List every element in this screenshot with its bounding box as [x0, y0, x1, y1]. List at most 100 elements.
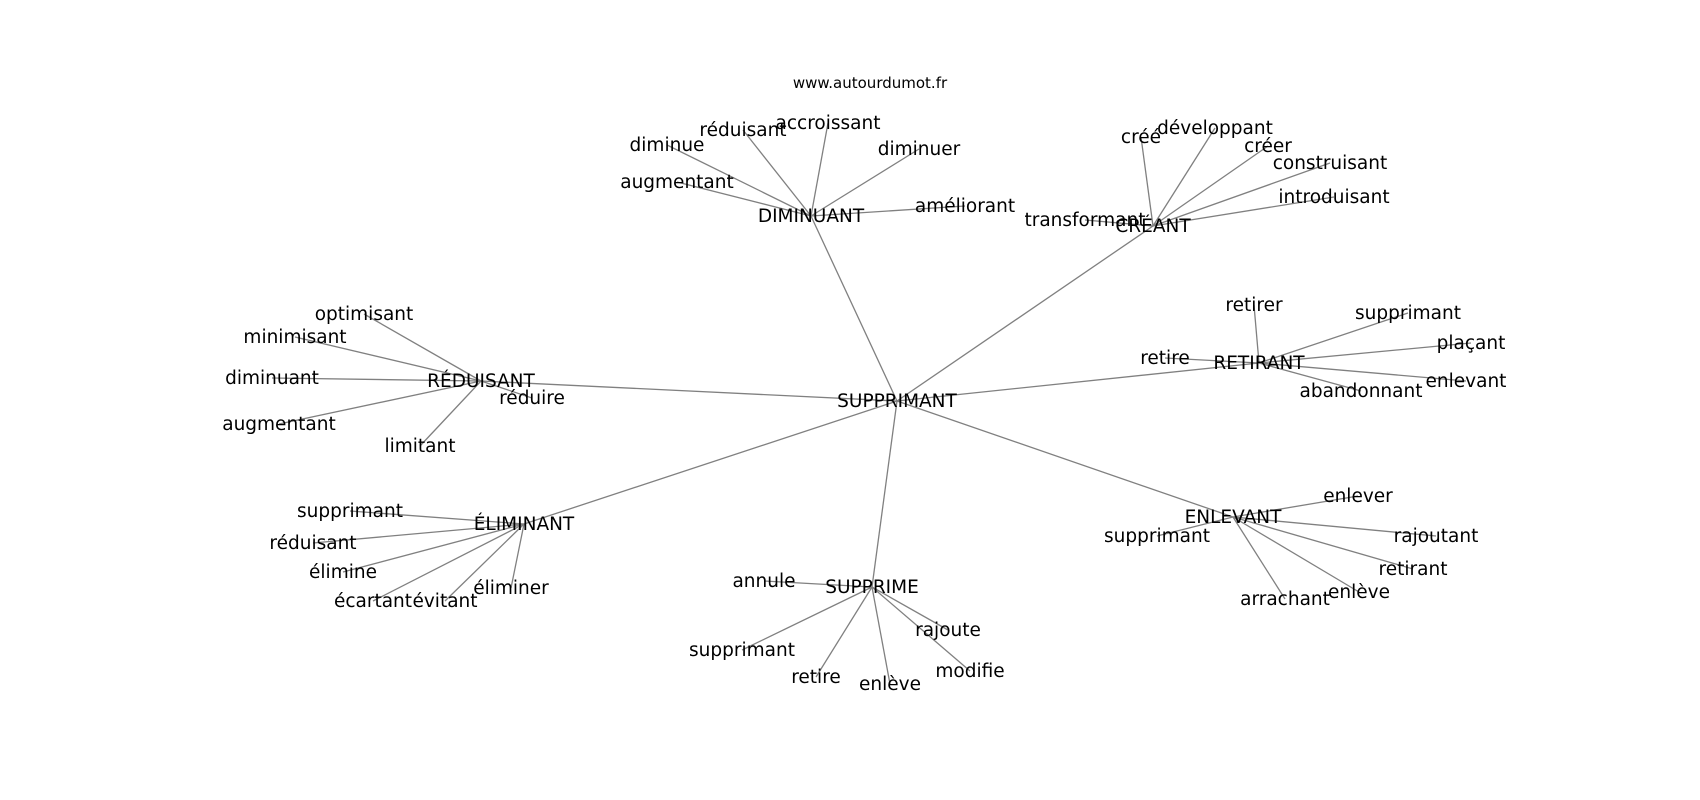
word-node-label[interactable]: créé: [1121, 127, 1161, 148]
edge-4-2: [342, 523, 525, 573]
edge-0-4: [810, 148, 920, 217]
edge-root-3: [896, 362, 1260, 402]
edge-2-3: [278, 380, 482, 425]
edge-5-1: [741, 586, 873, 651]
root-node-label[interactable]: SUPPRIMANT: [837, 391, 957, 412]
word-node-label[interactable]: élimine: [309, 562, 377, 583]
edge-6-1: [1232, 516, 1437, 537]
word-node-label[interactable]: optimisant: [315, 304, 414, 325]
edge-4-3: [372, 523, 525, 602]
word-node-label[interactable]: retire: [1140, 348, 1190, 369]
edge-4-0: [349, 510, 525, 525]
edge-6-5: [1156, 516, 1234, 537]
word-node-label[interactable]: arrachant: [1240, 589, 1330, 610]
word-node-label[interactable]: créer: [1244, 136, 1292, 157]
edge-3-3: [1258, 362, 1467, 382]
word-node-label[interactable]: retire: [791, 667, 841, 688]
word-node-label[interactable]: éliminer: [473, 578, 549, 599]
word-node-label[interactable]: diminuant: [225, 368, 319, 389]
edge-4-5: [510, 523, 525, 589]
word-node-label[interactable]: minimisant: [243, 327, 346, 348]
word-node-label[interactable]: rajoutant: [1394, 526, 1479, 547]
edge-3-5: [1164, 357, 1260, 364]
edge-6-2: [1232, 516, 1414, 570]
source-label[interactable]: www.autourdumot.fr: [793, 74, 948, 92]
hub-node-label[interactable]: RÉDUISANT: [427, 370, 535, 392]
word-node-label[interactable]: développant: [1157, 118, 1273, 139]
word-node-label[interactable]: transformant: [1024, 210, 1145, 231]
edge-5-3: [871, 586, 891, 685]
word-node-label[interactable]: évitant: [412, 591, 477, 612]
edge-root-5: [871, 400, 898, 588]
word-node-label[interactable]: supprimant: [689, 640, 795, 661]
hub-node-label[interactable]: ÉLIMINANT: [474, 513, 575, 535]
word-node-label[interactable]: augmentant: [222, 414, 336, 435]
word-node-label[interactable]: retirant: [1379, 559, 1448, 580]
edge-2-0: [363, 313, 482, 382]
edge-5-5: [871, 586, 949, 631]
edge-5-4: [871, 586, 971, 672]
hub-node-label[interactable]: RETIRANT: [1213, 353, 1305, 374]
word-node-label[interactable]: supprimant: [1355, 303, 1461, 324]
edge-6-3: [1232, 516, 1360, 593]
edge-2-1: [294, 336, 482, 382]
word-node-label[interactable]: modifie: [935, 661, 1004, 682]
hub-node-label[interactable]: SUPPRIME: [825, 577, 919, 598]
edge-3-1: [1258, 312, 1409, 364]
word-node-label[interactable]: introduisant: [1278, 187, 1389, 208]
word-node-label[interactable]: limitant: [384, 436, 455, 457]
word-node-label[interactable]: enlevant: [1426, 371, 1507, 392]
word-node-label[interactable]: accroissant: [776, 113, 881, 134]
edges: [271, 122, 1472, 685]
word-node-label[interactable]: réduisant: [269, 533, 356, 554]
word-node-label[interactable]: réduisant: [699, 120, 786, 141]
word-node-label[interactable]: retirer: [1225, 295, 1283, 316]
hub-node-label[interactable]: ENLEVANT: [1185, 507, 1282, 528]
edge-3-0: [1253, 304, 1260, 364]
edge-0-0: [810, 122, 829, 217]
edge-0-5: [810, 205, 966, 217]
edge-2-5: [480, 380, 533, 399]
word-node-label[interactable]: enlève: [859, 674, 921, 695]
edge-1-5: [1084, 219, 1154, 227]
edge-0-3: [676, 181, 812, 217]
word-node-label[interactable]: enlève: [1328, 582, 1390, 603]
edge-1-3: [1152, 162, 1331, 227]
edge-2-2: [271, 377, 482, 382]
edge-root-0: [810, 215, 898, 402]
word-node-label[interactable]: supprimant: [1104, 526, 1210, 547]
edge-3-2: [1258, 342, 1472, 364]
edge-root-4: [523, 400, 898, 525]
edge-2-4: [419, 380, 482, 447]
hub-node-label[interactable]: CRÉANT: [1115, 215, 1191, 237]
word-node-label[interactable]: réduire: [499, 388, 565, 409]
word-node-label[interactable]: enlever: [1323, 486, 1393, 507]
word-node-label[interactable]: supprimant: [297, 501, 403, 522]
word-node-label[interactable]: annule: [732, 571, 795, 592]
edge-1-0: [1140, 136, 1154, 227]
edge-1-1: [1152, 127, 1216, 227]
word-node-label[interactable]: rajoute: [915, 620, 981, 641]
edge-0-2: [666, 144, 812, 217]
edge-root-6: [896, 400, 1234, 518]
edge-4-1: [312, 523, 525, 544]
word-node-label[interactable]: diminue: [630, 135, 705, 156]
word-node-label[interactable]: augmentant: [620, 172, 734, 193]
edge-0-1: [742, 129, 812, 217]
word-node-label[interactable]: plaçant: [1437, 333, 1506, 354]
edge-4-4: [444, 523, 525, 602]
edge-6-0: [1232, 495, 1359, 518]
edge-5-0: [763, 580, 873, 588]
edge-root-2: [480, 380, 898, 402]
edge-6-4: [1232, 516, 1286, 600]
word-node-label[interactable]: écartant: [334, 591, 412, 612]
word-node-label[interactable]: abandonnant: [1300, 381, 1423, 402]
word-node-label[interactable]: construisant: [1273, 153, 1388, 174]
edge-1-2: [1152, 145, 1269, 227]
edge-3-4: [1258, 362, 1362, 392]
hub-node-label[interactable]: DIMINUANT: [758, 206, 865, 227]
word-node-label[interactable]: diminuer: [878, 139, 961, 160]
edge-1-4: [1152, 196, 1335, 227]
word-node-label[interactable]: améliorant: [915, 196, 1015, 217]
